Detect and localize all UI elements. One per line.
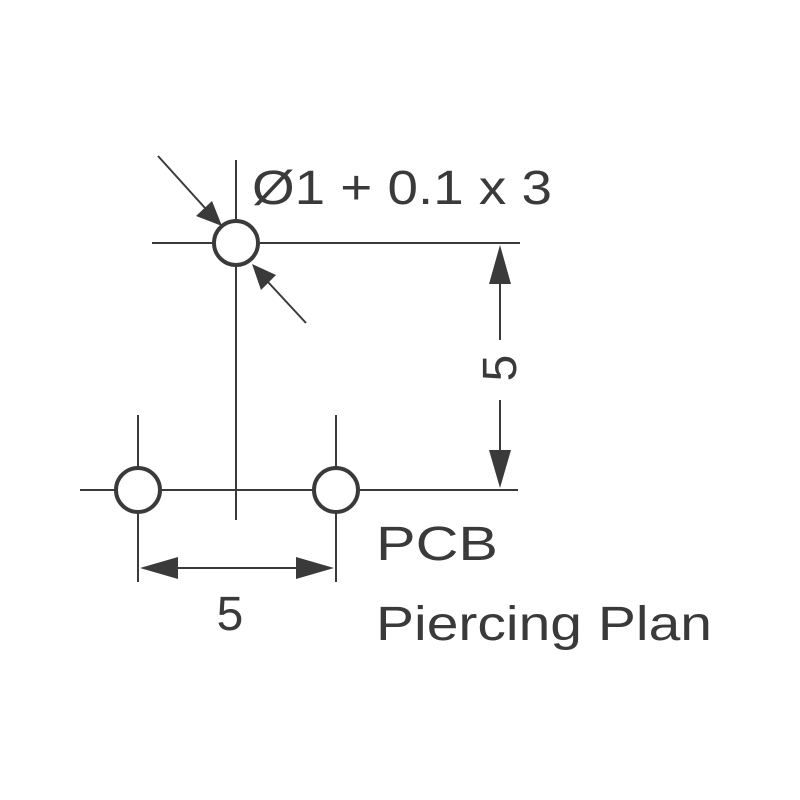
diameter-leader-lower (267, 281, 307, 324)
hole-spec-label: Ø1 + 0.1 x 3 (252, 162, 552, 215)
vertical-dimension-arrowhead-top (489, 245, 511, 284)
top-hole (212, 219, 260, 267)
vertical-dimension-arrowhead-bottom (489, 450, 511, 488)
diameter-leader-upper (157, 155, 206, 209)
diameter-arrowhead-lower (252, 264, 276, 290)
diameter-arrowhead-upper (196, 201, 222, 226)
horizontal-dimension-arrowhead-left (140, 557, 178, 579)
caption-piercing-plan: Piercing Plan (376, 598, 712, 651)
horizontal-dimension-label: 5 (217, 588, 244, 641)
bottom-left-hole (114, 466, 162, 514)
horizontal-dimension-arrowhead-right (296, 557, 334, 579)
vertical-dimension-label: 5 (474, 355, 527, 382)
caption-pcb: PCB (376, 518, 498, 571)
bottom-right-hole (312, 466, 360, 514)
